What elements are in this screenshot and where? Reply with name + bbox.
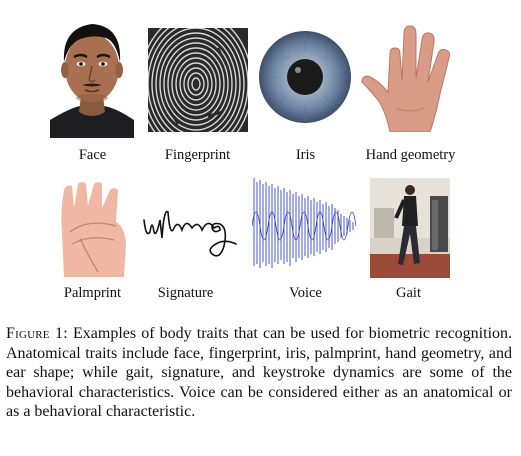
palm-image [58, 182, 128, 277]
caption-text: Examples of body traits that can be used… [6, 325, 513, 421]
hand-geometry-label: Hand geometry [365, 147, 456, 163]
walking-person-image [370, 178, 450, 278]
voice-label: Voice [289, 285, 322, 301]
hand-image [360, 22, 460, 132]
palmprint-label: Palmprint [63, 285, 122, 301]
iris-image [258, 30, 352, 124]
fingerprint-label: Fingerprint [164, 147, 231, 163]
figure-caption: Figure 1: Examples of body traits that c… [6, 324, 512, 422]
face-photo [50, 12, 134, 138]
voice-waveform [252, 178, 356, 270]
figure-number: Figure 1: [6, 325, 68, 342]
iris-label: Iris [295, 147, 316, 163]
gait-label: Gait [396, 285, 421, 301]
signature-image [140, 198, 240, 268]
face-label: Face [78, 147, 107, 163]
fingerprint-image [148, 28, 248, 132]
signature-label: Signature [157, 285, 214, 301]
